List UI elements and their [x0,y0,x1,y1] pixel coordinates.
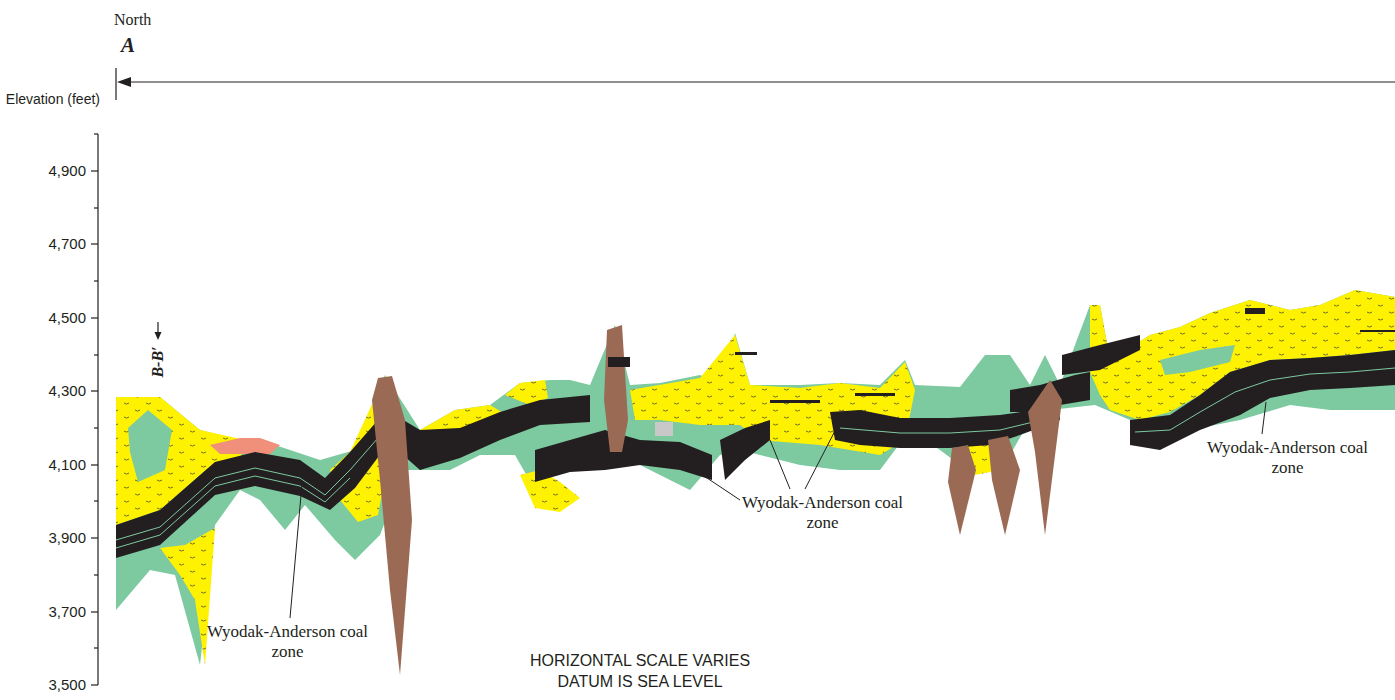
coal-parting [116,368,1395,548]
elevation-axis [91,134,98,685]
section-line [116,68,1395,100]
axis-title: Elevation (feet) [4,91,100,107]
coal-zone-callout: Wyodak-Anderson coal zone [1205,438,1370,478]
elevation-tick-label: 4,500 [4,309,86,327]
clinker [210,438,280,454]
other-rock [655,422,673,436]
shale-lens [128,410,172,482]
elevation-tick-label: 4,300 [4,382,86,400]
elevation-tick-label: 3,700 [4,603,86,621]
leader-line [290,402,1266,618]
elevation-tick-label: 3,900 [4,529,86,547]
section-crossing-label: B-B′ [148,346,167,377]
direction-label: North [114,10,151,29]
clinker-column [372,325,1062,675]
coal-zone-callout: Wyodak-Anderson coal zone [205,622,370,662]
crossing-arrow [155,322,162,340]
elevation-tick-label: 4,900 [4,162,86,180]
elevation-tick-label: 3,500 [4,676,86,694]
shale-body [116,290,1395,665]
scale-note: HORIZONTAL SCALE VARIES [440,651,840,670]
elevation-tick-label: 4,100 [4,456,86,474]
coal-zone-callout: Wyodak-Anderson coal zone [740,493,905,533]
section-letter: A [121,33,135,58]
shale-lens [1160,345,1235,375]
scale-note: DATUM IS SEA LEVEL [440,672,840,691]
sandstone [116,290,1395,665]
coal-bed [608,357,630,367]
elevation-tick-label: 4,700 [4,235,86,253]
coal-bed [116,308,1395,558]
